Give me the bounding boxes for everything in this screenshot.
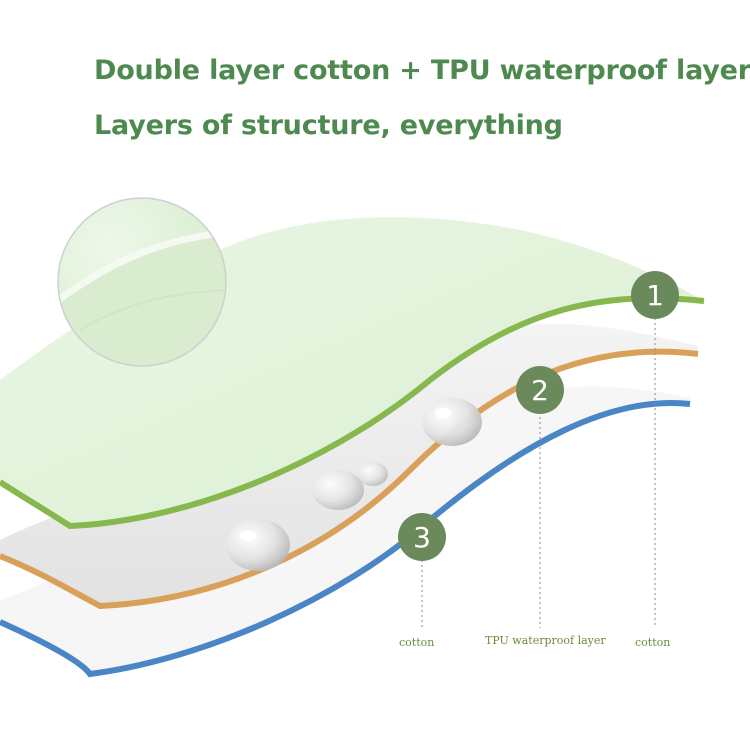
bottom-cotton-layer xyxy=(0,386,690,674)
headline-primary: Double layer cotton + TPU waterproof lay… xyxy=(94,55,750,86)
middle-edge-orange xyxy=(0,348,699,610)
layer-marker-1: 1 xyxy=(631,271,679,319)
label-cotton-bottom: cotton xyxy=(399,636,435,649)
layer-marker-2: 2 xyxy=(516,366,564,414)
fabric-zoom-circle xyxy=(57,197,227,367)
label-tpu-layer: TPU waterproof layer xyxy=(485,634,606,647)
water-droplets xyxy=(226,398,482,571)
bottom-edge-blue xyxy=(0,400,691,678)
marker-3-number: 3 xyxy=(413,521,431,554)
layer-marker-3: 3 xyxy=(398,513,446,561)
marker-1-number: 1 xyxy=(646,279,664,312)
marker-2-number: 2 xyxy=(531,374,549,407)
headline-secondary: Layers of structure, everything xyxy=(94,110,563,141)
label-cotton-top: cotton xyxy=(635,636,671,649)
top-edge-green xyxy=(0,295,705,530)
tpu-waterproof-layer xyxy=(0,323,698,606)
